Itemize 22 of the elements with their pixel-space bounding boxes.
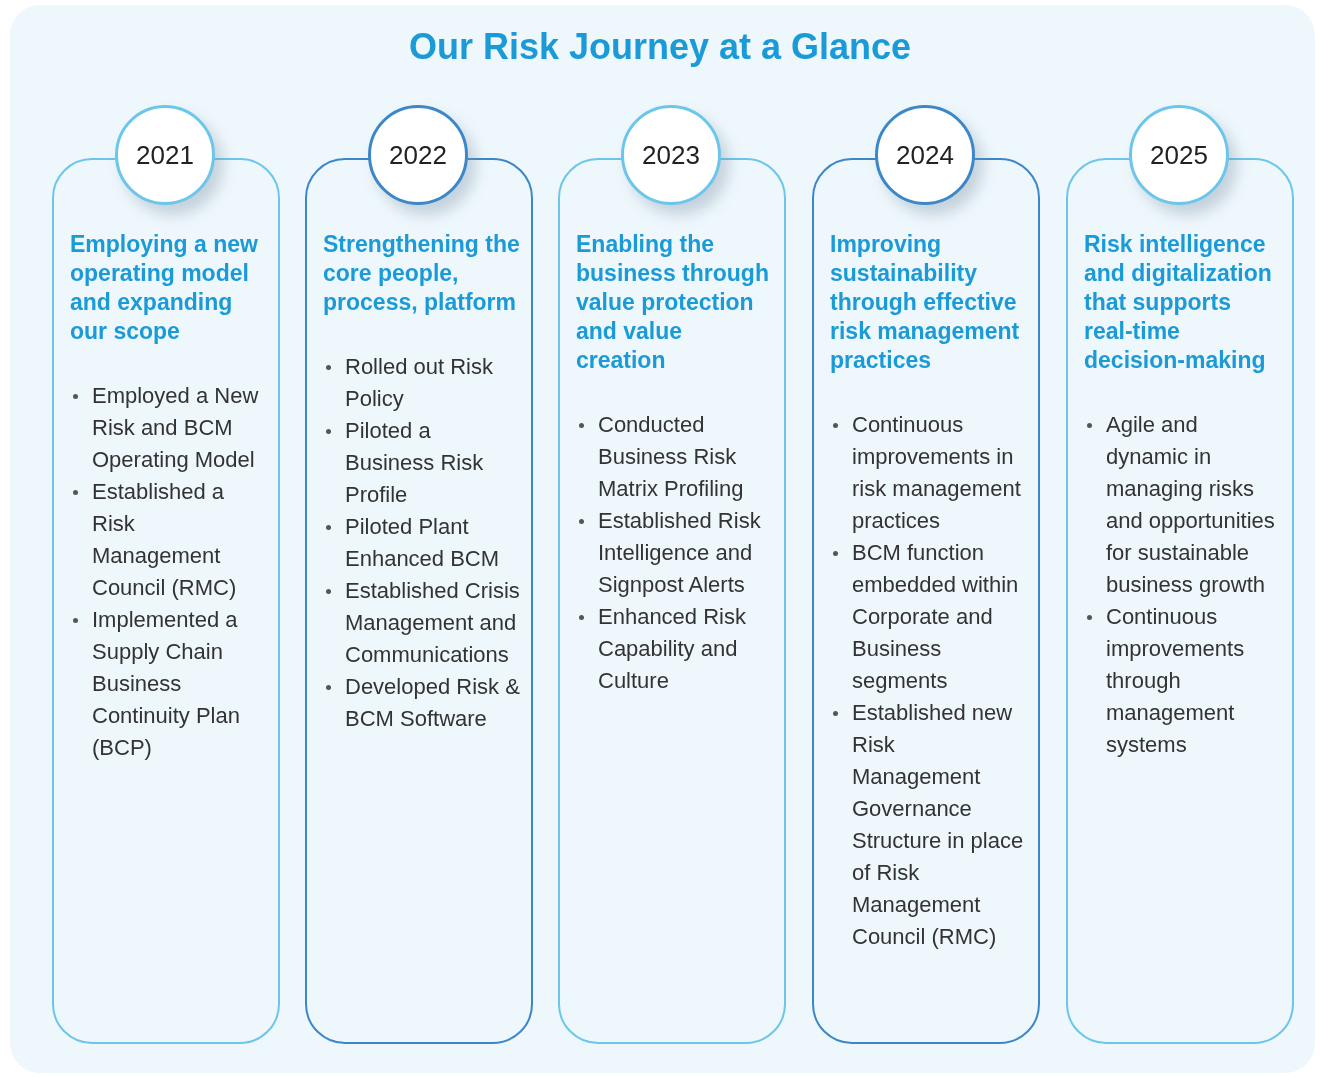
bullet-item: Established new Risk Management Governance Structure in place of Risk Management Council (RMC) (852, 699, 1025, 951)
bullet-item: Developed Risk & BCM Software (345, 673, 521, 733)
bullet-item: BCM function embedded within Corporate and Business segments (852, 539, 1020, 695)
bullet-item: Agile and dynamic in managing risks and opportunities for sustainable business growth (1106, 411, 1276, 599)
bullet-item: Piloted Plant Enhanced BCM (345, 513, 501, 573)
bullet-item: Continuous improvements through management systems (1106, 603, 1246, 759)
bullet-item: Enhanced Risk Capability and Culture (598, 603, 747, 695)
bullet-item: Piloted a Business Risk Profile (345, 417, 485, 509)
column-heading: Strengthening the core people, process, platform (323, 230, 521, 317)
bullet-item: Employed a New Risk and BCM Operating Model (92, 382, 260, 474)
column-heading: Risk intelligence and digitalization that supports real-time decision-making (1084, 230, 1273, 375)
bullet-item: Implemented a Supply Chain Business Continuity Plan (BCP) (92, 606, 241, 762)
bullet-item: Established Risk Intelligence and Signpost Alerts (598, 507, 762, 599)
bullet-item: Conducted Business Risk Matrix Profiling (598, 411, 745, 503)
bullet-item: Established a Risk Management Council (RMC) (92, 478, 238, 602)
bullet-item: Established Crisis Management and Communications (345, 577, 521, 669)
column-heading: Employing a new operating model and expanding our scope (70, 230, 259, 346)
column-heading: Improving sustainability through effective risk management practices (830, 230, 1021, 375)
bullet-item: Continuous improvements in risk management practices (852, 411, 1022, 535)
diagram-title: Our Risk Journey at a Glance (407, 26, 913, 68)
bullet-item: Rolled out Risk Policy (345, 353, 494, 413)
column-heading: Enabling the business through value protection and value creation (576, 230, 770, 375)
